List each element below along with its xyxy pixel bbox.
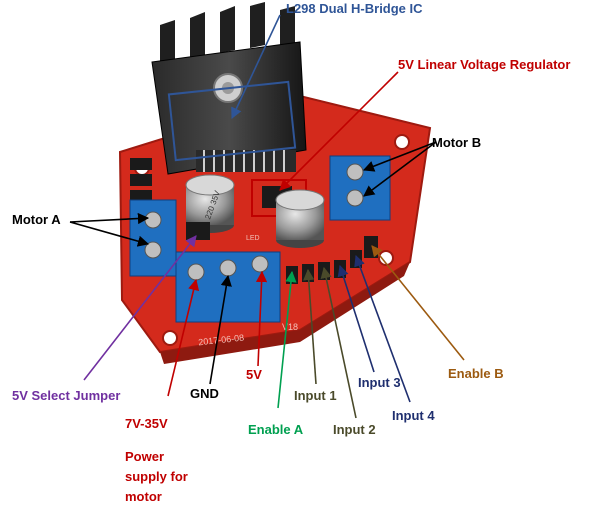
- l298-highlight-box: [167, 80, 297, 162]
- arrow-motor-a-1: [69, 212, 150, 225]
- label-enable-b: Enable B: [448, 366, 504, 381]
- label-regulator: 5V Linear Voltage Regulator: [398, 57, 571, 72]
- label-input1: Input 1: [294, 388, 337, 403]
- arrow-input4: [354, 254, 411, 403]
- label-gnd: GND: [190, 386, 219, 401]
- label-input3: Input 3: [358, 375, 401, 390]
- arrow-l298: [231, 14, 281, 120]
- motor-a-terminal: [129, 199, 177, 277]
- arrow-motor-b-1: [362, 141, 437, 172]
- arrow-input1: [303, 268, 317, 385]
- arrow-enable-b: [371, 245, 465, 361]
- label-input2: Input 2: [333, 422, 376, 437]
- arrow-input3: [337, 264, 375, 373]
- capacitor-right: [275, 189, 325, 248]
- label-motor-b: Motor B: [432, 135, 482, 150]
- arrow-input2: [320, 266, 357, 419]
- diode-column: [130, 158, 152, 202]
- motor-b-terminal: [329, 155, 391, 221]
- label-motor-a: Motor A: [12, 212, 61, 227]
- silkscreen-ver: V18: [282, 322, 298, 332]
- arrow-gnd: [209, 274, 232, 385]
- label-l298: L298 Dual H-Bridge IC: [286, 1, 423, 16]
- arrow-5v: [255, 270, 268, 367]
- power-terminal: [175, 251, 281, 323]
- arrow-motor-a-2: [69, 221, 150, 247]
- label-jumper: 5V Select Jumper: [12, 388, 121, 403]
- label-input4: Input 4: [392, 408, 435, 423]
- jumper-5v-select: [186, 222, 210, 240]
- arrow-power: [167, 278, 200, 397]
- arrow-enable-a: [277, 270, 297, 409]
- silkscreen-led: LED: [246, 235, 260, 242]
- arrow-motor-b-2: [363, 141, 437, 197]
- label-power-note-2: supply for: [125, 469, 188, 484]
- label-power-voltage: 7V-35V: [125, 416, 168, 431]
- label-power-note-3: motor: [125, 489, 162, 504]
- label-5v: 5V: [246, 367, 262, 382]
- label-power-note-1: Power: [125, 449, 165, 464]
- label-enable-a: Enable A: [248, 422, 304, 437]
- arrow-regulator: [279, 71, 399, 191]
- silkscreen-date: 2017-06-08: [198, 333, 245, 348]
- arrow-jumper: [83, 235, 197, 381]
- heatsink: [151, 2, 307, 175]
